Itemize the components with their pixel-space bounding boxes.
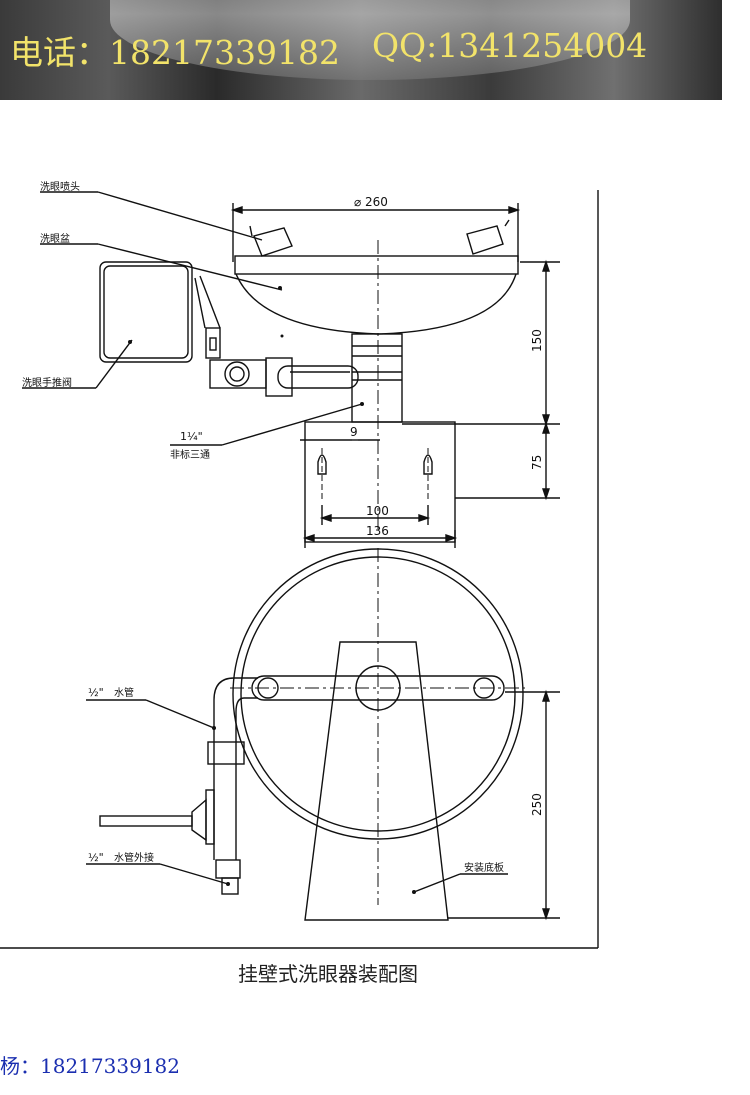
dim-150: 150 — [530, 329, 544, 352]
dim-9: 9 — [350, 425, 358, 439]
label-tee: 非标三通 — [170, 449, 210, 461]
label-tee-size: 1¼" — [180, 430, 203, 443]
drawing-caption: 挂壁式洗眼器装配图 — [238, 962, 418, 986]
dim-75: 75 — [530, 455, 544, 470]
phone-number: 电话：18217339182 — [10, 33, 340, 72]
label-pipe: 水管 — [114, 686, 134, 699]
contact-phone: 杨：18217339182 — [0, 1054, 180, 1078]
label-valve: 洗眼手推阀 — [22, 376, 72, 389]
label-base: 安装底板 — [464, 861, 504, 874]
dim-100: 100 — [366, 504, 389, 518]
dim-136: 136 — [366, 524, 389, 538]
label-pipe-ext: 水管外接 — [114, 851, 154, 864]
dim-diameter: ⌀ 260 — [354, 195, 388, 209]
qq-number: QQ:1341254004 — [372, 26, 648, 65]
label-nozzle: 洗眼喷头 — [40, 181, 80, 193]
label-pipe-size: ½" — [88, 686, 104, 699]
dim-250: 250 — [530, 793, 544, 816]
assembly-drawing: 洗眼喷头 洗眼盆 洗眼手推阀 1¼" 非标三通 ½" 水管 ½" 水管外接 安装… — [0, 181, 599, 949]
label-basin: 洗眼盆 — [40, 232, 70, 245]
header-banner: 电话：18217339182 QQ:1341254004 — [0, 0, 722, 100]
label-pipe-ext-size: ½" — [88, 851, 104, 864]
